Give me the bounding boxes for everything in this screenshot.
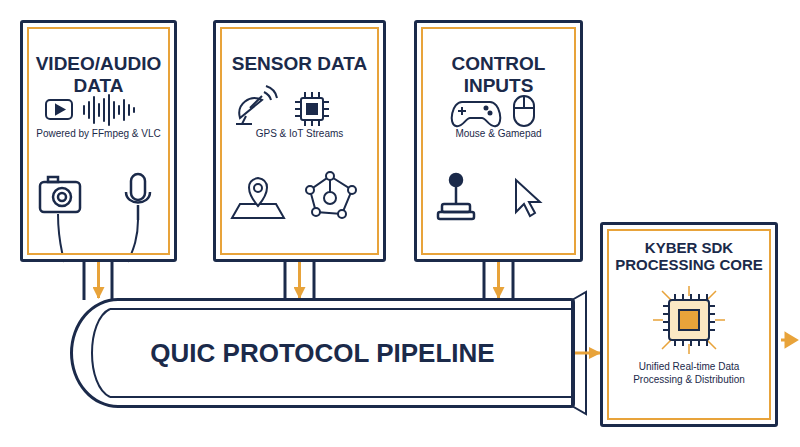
output-arrow bbox=[786, 334, 796, 346]
chip-icon bbox=[307, 104, 317, 114]
gamepad-icon bbox=[458, 107, 466, 115]
waveform-icon bbox=[123, 100, 125, 120]
network-icon bbox=[348, 186, 356, 194]
camera-icon bbox=[40, 177, 80, 212]
box-subtitle: Unified Real-time Data Processing & Dist… bbox=[613, 361, 765, 386]
gamepad-icon bbox=[452, 102, 501, 126]
feed-pipes bbox=[111, 262, 114, 300]
pipe-stripes bbox=[110, 396, 572, 398]
cursor-icon bbox=[516, 180, 540, 216]
pipe-stripes bbox=[110, 308, 572, 310]
network-icon bbox=[306, 172, 356, 218]
source-box: VIDEO/AUDIO DATA Powered by FFmpeg & VLC bbox=[20, 20, 177, 262]
box-subtitle: Mouse & Gamepad bbox=[427, 128, 570, 141]
microphone-icon bbox=[131, 174, 145, 200]
camera-wire bbox=[58, 214, 64, 262]
pipeline-band: QUIC PROTOCOL PIPELINE bbox=[70, 298, 575, 408]
gamepad-icon bbox=[489, 112, 492, 115]
waveform-icon bbox=[84, 95, 134, 125]
network-icon bbox=[324, 192, 336, 204]
joystick-icon bbox=[450, 174, 462, 186]
network-icon bbox=[312, 208, 320, 216]
waveform-icon bbox=[83, 106, 85, 114]
core-chip bbox=[669, 300, 709, 340]
waveform-icon bbox=[103, 99, 105, 121]
camera-wire bbox=[128, 220, 138, 262]
feed-pipes bbox=[512, 262, 515, 300]
box-title: QUIC PROTOCOL PIPELINE bbox=[83, 339, 562, 368]
joystick-icon bbox=[455, 186, 458, 204]
box-subtitle: GPS & IoT Streams bbox=[226, 128, 373, 141]
waveform-icon bbox=[113, 102, 115, 118]
core-chip bbox=[663, 294, 715, 346]
camera-icon bbox=[58, 193, 66, 201]
mouse-icon bbox=[514, 107, 534, 109]
core-chip-icon bbox=[653, 286, 725, 354]
box-title: CONTROL INPUTS bbox=[427, 53, 570, 97]
camera-icon bbox=[53, 188, 71, 206]
feed-pipes bbox=[284, 262, 287, 300]
gamepad-icon bbox=[452, 102, 501, 126]
source-box: CONTROL INPUTS Mouse & Gamepad bbox=[414, 20, 583, 262]
box-title: SENSOR DATA bbox=[226, 53, 373, 75]
feed-pipes bbox=[84, 262, 513, 300]
map-pin-icon bbox=[254, 184, 262, 192]
box-title: VIDEO/AUDIO DATA bbox=[33, 53, 164, 97]
mouse-icon bbox=[514, 96, 534, 126]
output-arrow bbox=[781, 334, 796, 346]
chip-icon bbox=[301, 98, 323, 120]
mouse-icon bbox=[523, 96, 525, 108]
waveform-icon bbox=[93, 97, 95, 123]
camera-icon bbox=[48, 177, 58, 182]
network-icon bbox=[338, 210, 346, 218]
waveform-icon bbox=[133, 108, 135, 112]
satellite-icon bbox=[236, 86, 277, 124]
play-icon bbox=[56, 105, 64, 114]
feed-pipes bbox=[83, 262, 86, 300]
flow-arrow bbox=[298, 262, 301, 298]
waveform-icon bbox=[108, 95, 110, 125]
feed-pipes bbox=[313, 262, 316, 300]
pipe-stripes bbox=[92, 309, 110, 397]
waveform-icon bbox=[118, 106, 120, 114]
satellite-icon bbox=[264, 92, 271, 100]
satellite-icon bbox=[242, 116, 246, 124]
core-chip bbox=[679, 310, 699, 330]
satellite-icon bbox=[236, 123, 252, 125]
core-chip-icon bbox=[653, 286, 725, 354]
joystick-icon bbox=[438, 212, 474, 219]
flow-arrow bbox=[497, 262, 500, 298]
satellite-icon bbox=[266, 86, 277, 98]
camera-icon bbox=[40, 182, 80, 212]
mouse-icon bbox=[514, 96, 534, 126]
feed-pipes bbox=[483, 262, 486, 300]
waveform-icon bbox=[128, 105, 130, 115]
map-pin-icon bbox=[232, 178, 284, 218]
play-icon bbox=[46, 100, 72, 119]
gamepad-icon bbox=[485, 107, 488, 110]
chip-icon bbox=[295, 92, 329, 126]
play-icon bbox=[46, 100, 72, 119]
box-title: KYBER SDK PROCESSING CORE bbox=[613, 239, 765, 274]
camera-wire bbox=[58, 214, 138, 262]
waveform-icon bbox=[98, 104, 100, 116]
microphone-icon bbox=[126, 174, 150, 220]
core-chip bbox=[663, 294, 715, 346]
joystick-icon bbox=[438, 174, 474, 219]
network-icon bbox=[306, 186, 314, 194]
satellite-icon bbox=[250, 96, 262, 108]
network-icon bbox=[326, 172, 334, 180]
core-box: KYBER SDK PROCESSING CORE Unified Real-ti… bbox=[600, 222, 778, 427]
chip-icon bbox=[295, 92, 329, 126]
flow-arrow bbox=[97, 262, 100, 298]
cursor-icon bbox=[516, 180, 540, 216]
microphone-icon bbox=[137, 205, 140, 220]
microphone-icon bbox=[126, 192, 150, 203]
box-subtitle: Powered by FFmpeg & VLC bbox=[33, 128, 164, 141]
waveform-icon bbox=[88, 102, 90, 118]
source-box: SENSOR DATA GPS & IoT Streams bbox=[213, 20, 386, 262]
flow-arrow bbox=[575, 352, 600, 355]
map-pin-icon bbox=[249, 178, 267, 206]
